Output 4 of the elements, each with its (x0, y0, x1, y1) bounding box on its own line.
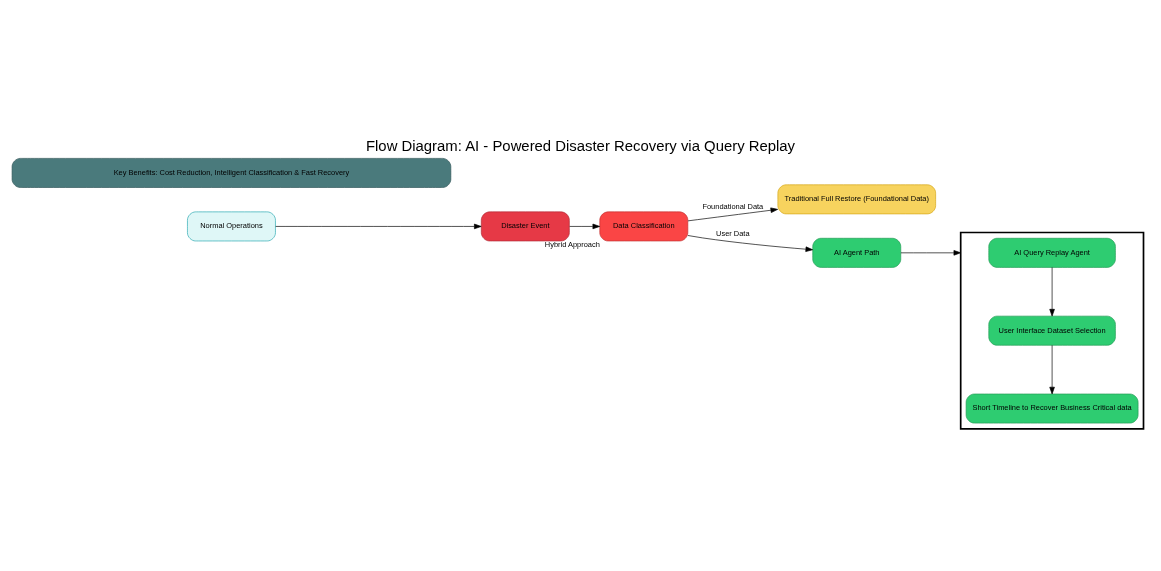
edge-label: Foundational Data (702, 202, 764, 212)
diagram-title: Flow Diagram: AI - Powered Disaster Recovery via Query Replay (365, 138, 796, 155)
edge-label: User Data (716, 228, 750, 238)
node-label: Hybrid Approach (544, 239, 600, 249)
